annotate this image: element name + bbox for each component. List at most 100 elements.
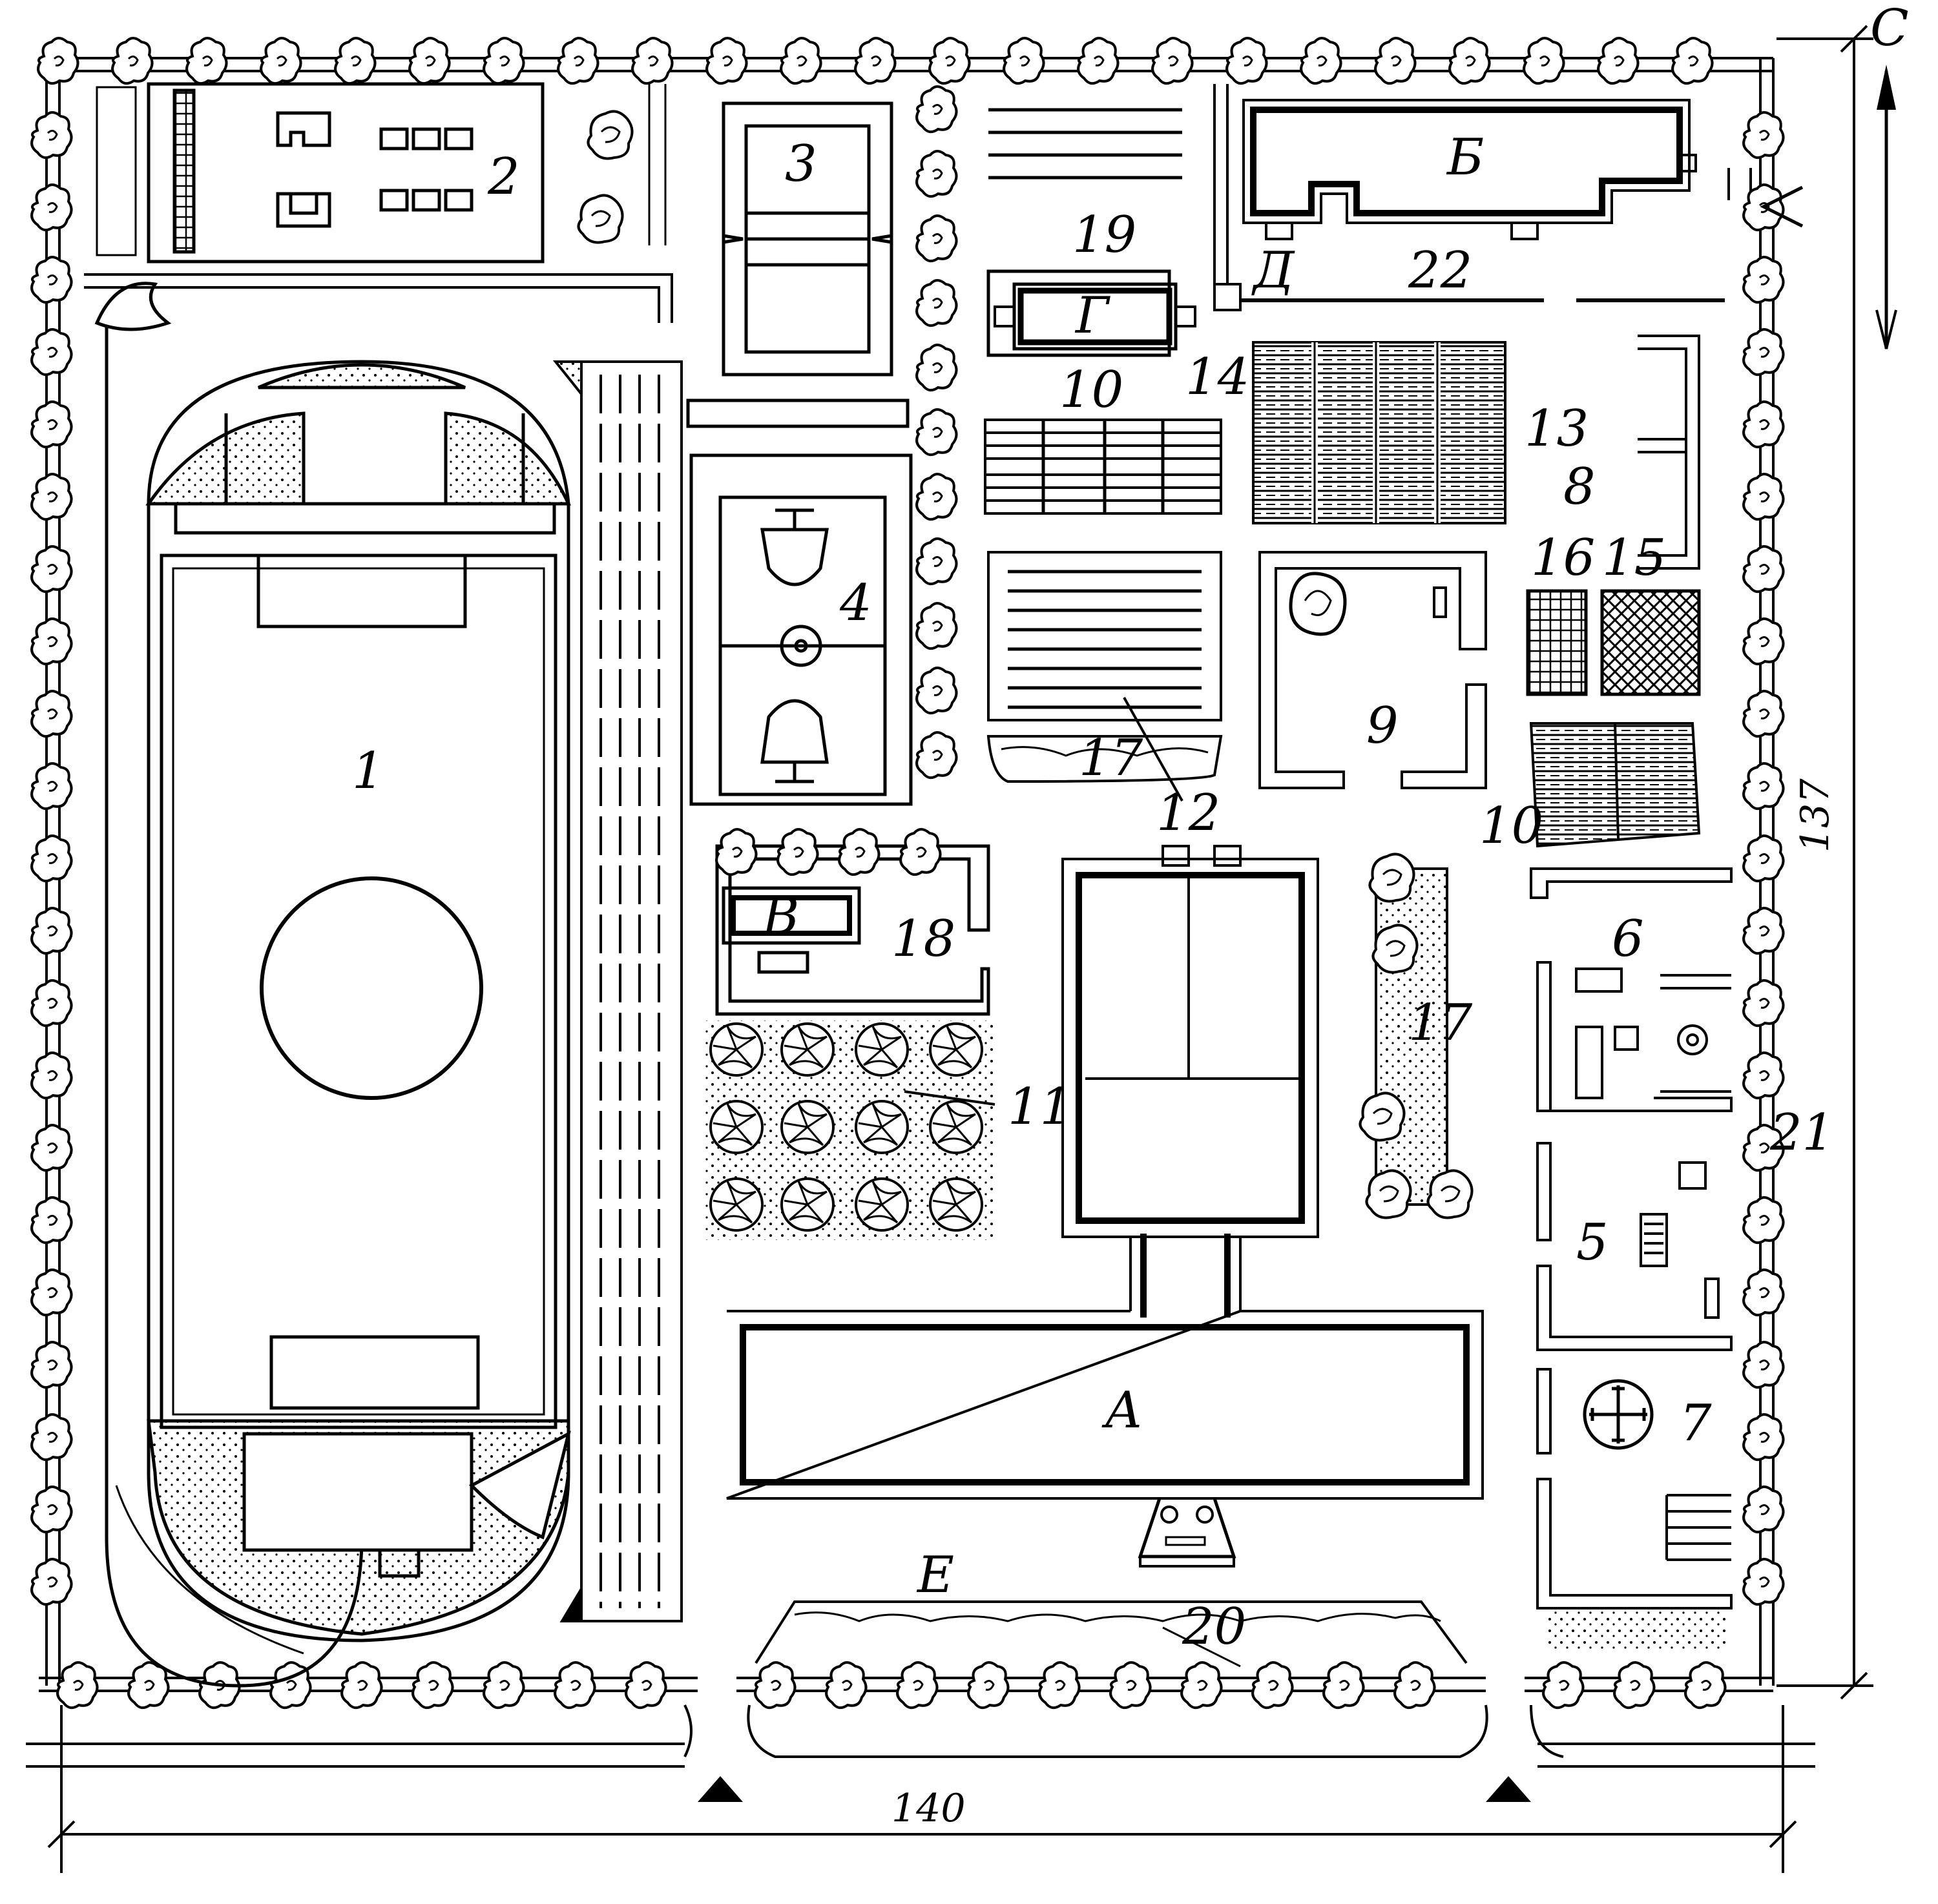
basketball-court xyxy=(689,453,913,806)
tree-icon xyxy=(1613,1661,1656,1710)
dimension-height-label: 137 xyxy=(1793,778,1838,853)
tree-icon xyxy=(111,37,154,85)
yard-18 xyxy=(715,844,990,1016)
tree-icon xyxy=(30,400,73,449)
fruit-tree-icon xyxy=(709,1022,764,1077)
tree-icon xyxy=(1523,37,1565,85)
beds-12 xyxy=(987,551,1222,802)
green-20 xyxy=(755,1600,1468,1668)
tree-icon xyxy=(1742,1558,1785,1606)
plot-6 xyxy=(1530,867,1733,1112)
fruit-tree-icon xyxy=(855,1022,909,1077)
building-v-label: В xyxy=(761,887,799,946)
tree-icon xyxy=(30,762,73,811)
tree-icon xyxy=(56,1661,99,1710)
tree-icon xyxy=(340,1661,383,1710)
volleyball-court xyxy=(686,101,910,428)
tree-icon xyxy=(30,1268,73,1317)
tree-icon xyxy=(30,111,73,160)
tree-icon xyxy=(754,1661,797,1710)
tree-icon xyxy=(483,1661,525,1710)
grid-16-label: 16 xyxy=(1531,529,1595,587)
tree-icon xyxy=(1322,1661,1365,1710)
grid-15-label: 15 xyxy=(1602,529,1666,587)
street xyxy=(26,1704,1815,1768)
school-a-label: А xyxy=(1101,1381,1143,1440)
dimension-width-label: 140 xyxy=(891,1786,966,1831)
tree-icon xyxy=(1742,1268,1785,1317)
orchard-11-label: 11 xyxy=(1008,1078,1072,1136)
tree-icon xyxy=(1742,834,1785,883)
tree-icon xyxy=(1742,907,1785,955)
tree-icon xyxy=(30,1124,73,1172)
tree-icon xyxy=(30,256,73,304)
fruit-tree-icon xyxy=(929,1177,983,1232)
tree-icon xyxy=(915,408,958,457)
tree-icon xyxy=(915,731,958,780)
tree-icon xyxy=(30,907,73,955)
plot-5 xyxy=(1536,1142,1733,1351)
tree-icon xyxy=(30,1485,73,1534)
tree-icon xyxy=(625,1661,667,1710)
tree-icon xyxy=(1109,1661,1152,1710)
tree-icon xyxy=(260,37,302,85)
tree-icon xyxy=(1742,256,1785,304)
basketball-label: 4 xyxy=(839,574,872,632)
fruit-tree-icon xyxy=(855,1177,909,1232)
green-17b xyxy=(1375,867,1448,1206)
tree-icon xyxy=(780,37,822,85)
tree-icon xyxy=(967,1661,1010,1710)
plot-6-label: 6 xyxy=(1612,910,1644,968)
dimension-width xyxy=(47,1705,1797,1873)
tree-icon xyxy=(30,473,73,521)
tree-icon xyxy=(915,602,958,650)
tree-icon xyxy=(915,150,958,198)
trees-21-label: 21 xyxy=(1769,1104,1834,1162)
tree-icon xyxy=(1251,1661,1294,1710)
tree-icon xyxy=(1180,1661,1223,1710)
beds-10a-label: 10 xyxy=(1059,361,1123,419)
tree-icon xyxy=(1742,328,1785,377)
tree-icon xyxy=(1038,1661,1081,1710)
tree-icon xyxy=(1742,1341,1785,1389)
tree-icon xyxy=(1742,1413,1785,1462)
tree-icon xyxy=(37,37,79,85)
area-2-label: 2 xyxy=(487,148,520,206)
beds-12-label: 12 xyxy=(1156,784,1220,842)
yard-18-label: 18 xyxy=(891,910,955,968)
tree-icon xyxy=(30,690,73,738)
tree-icon xyxy=(30,328,73,377)
fruit-tree-icon xyxy=(780,1177,835,1232)
beds-10b-label: 10 xyxy=(1479,797,1543,855)
tree-icon xyxy=(715,828,758,876)
tree-icon xyxy=(185,37,228,85)
area-9 xyxy=(1258,551,1487,789)
area-8-label: 8 xyxy=(1563,458,1596,516)
tree-icon xyxy=(1151,37,1194,85)
tree-icon xyxy=(30,617,73,666)
strip-e-label: Е xyxy=(916,1546,954,1604)
tree-icon xyxy=(30,1413,73,1462)
beds-13-label: 13 xyxy=(1525,400,1589,458)
orchard-leader xyxy=(904,1090,995,1106)
fruit-tree-icon xyxy=(709,1100,764,1154)
tree-icon xyxy=(557,37,599,85)
tree-icon xyxy=(1742,545,1785,594)
tree-icon xyxy=(412,1661,454,1710)
plot-7 xyxy=(1536,1368,1733,1650)
tree-icon xyxy=(899,828,942,876)
tree-icon xyxy=(30,183,73,232)
tree-icon xyxy=(1742,1485,1785,1534)
tree-icon xyxy=(1225,37,1268,85)
tree-icon xyxy=(1742,690,1785,738)
entrance-marker-right xyxy=(1486,1776,1531,1802)
fruit-tree-icon xyxy=(780,1100,835,1154)
building-b-label: Б xyxy=(1446,129,1484,187)
tree-icon xyxy=(483,37,525,85)
tree-icon xyxy=(896,1661,939,1710)
court-3-label: 3 xyxy=(785,135,817,193)
fruit-tree-icon xyxy=(709,1177,764,1232)
tree-icon xyxy=(1742,1196,1785,1245)
fruit-tree-icon xyxy=(929,1022,983,1077)
tree-icon xyxy=(30,1196,73,1245)
